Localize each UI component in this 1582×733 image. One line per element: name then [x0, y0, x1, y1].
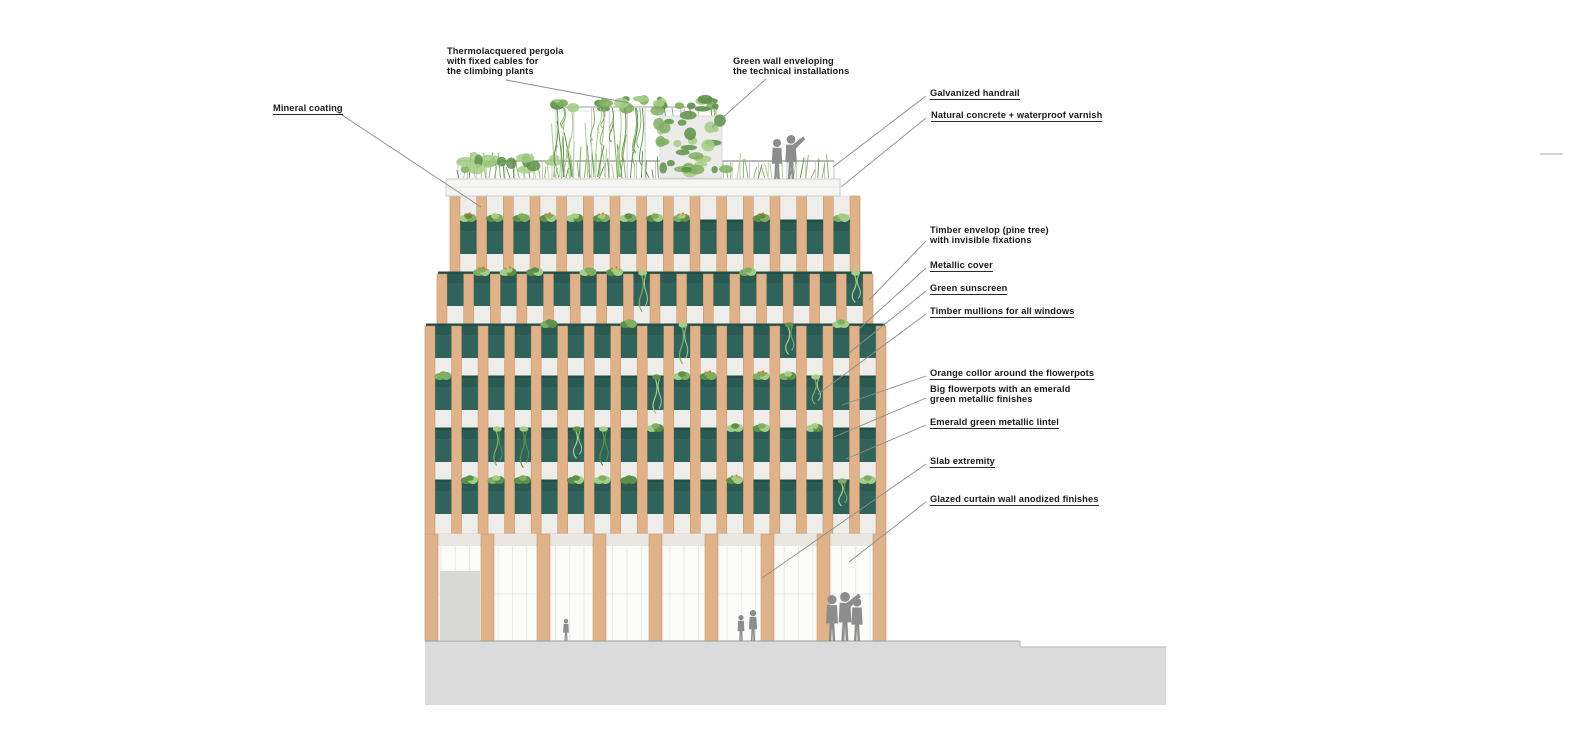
timber-mullion: [756, 273, 767, 327]
timber-mullion: [424, 325, 436, 535]
leader-line-metallic-cover: [858, 267, 927, 330]
timber-mullion: [716, 325, 728, 535]
person-silhouette: [851, 607, 863, 641]
timber-column: [536, 533, 551, 642]
timber-mullion: [636, 195, 647, 275]
timber-mullion: [649, 273, 661, 327]
leader-line-curtain-wall: [848, 501, 927, 563]
timber-column: [480, 533, 495, 642]
leader-line-green-sunscreen: [848, 290, 927, 354]
timber-mullion: [504, 325, 515, 535]
timber-mullion: [623, 273, 634, 327]
timber-mullion: [556, 195, 567, 275]
timber-mullion: [769, 325, 781, 535]
facade-upper-floors: [424, 195, 887, 535]
leader-line-mineral-coating: [335, 110, 482, 208]
timber-column: [760, 533, 775, 642]
leader-line-pergola: [505, 79, 630, 104]
person-silhouette: [737, 620, 745, 641]
timber-mullion: [716, 195, 727, 275]
timber-mullion: [796, 325, 807, 535]
timber-mullion: [477, 325, 489, 535]
timber-mullion: [596, 273, 607, 327]
timber-mullion: [743, 325, 754, 535]
timber-mullion: [676, 273, 687, 327]
timber-mullion: [610, 325, 621, 535]
timber-mullion: [583, 325, 595, 535]
timber-mullion: [729, 273, 741, 327]
timber-mullion: [690, 325, 701, 535]
terrain: [425, 640, 1166, 705]
timber-mullion: [557, 325, 568, 535]
person-silhouette: [826, 605, 838, 641]
timber-column: [704, 533, 719, 642]
timber-mullion: [503, 195, 514, 275]
facade-ground-floor: [424, 533, 887, 642]
timber-mullion: [449, 195, 461, 275]
timber-mullion: [875, 325, 887, 535]
roof-terrace: [445, 94, 841, 197]
emerald-lintel-band: [438, 271, 872, 274]
timber-mullion: [529, 195, 541, 275]
timber-mullion: [782, 273, 794, 327]
timber-mullion: [769, 195, 781, 275]
timber-mullion: [809, 273, 820, 327]
timber-mullion: [436, 273, 448, 327]
timber-mullion: [490, 273, 501, 327]
leader-line-timber-mullions: [817, 313, 927, 395]
timber-mullion: [463, 273, 474, 327]
timber-mullion: [569, 273, 581, 327]
leader-line-slab-extremity: [761, 463, 927, 579]
timber-mullion: [476, 195, 487, 275]
leader-line-green-wall: [711, 78, 767, 128]
sidewalk: [425, 641, 1166, 705]
leader-line-handrail: [832, 95, 927, 168]
timber-mullion: [822, 325, 834, 535]
timber-mullion: [451, 325, 462, 535]
leader-line-big-flowerpots: [833, 397, 927, 438]
person-silhouette: [771, 147, 783, 179]
leader-lines: [335, 78, 1563, 579]
timber-mullion: [743, 195, 754, 275]
emerald-lintel-band: [426, 323, 885, 326]
leader-line-emerald-lintel: [845, 424, 927, 460]
service-panel: [440, 571, 480, 640]
timber-mullion: [849, 195, 861, 275]
person-silhouette: [563, 623, 569, 641]
timber-mullion: [823, 195, 834, 275]
timber-column: [592, 533, 607, 642]
timber-mullion: [796, 195, 807, 275]
timber-column: [872, 533, 887, 642]
timber-column: [816, 533, 831, 642]
leader-line-timber-envelop: [868, 240, 927, 301]
timber-column: [648, 533, 663, 642]
leader-line-orange-collar: [841, 375, 927, 406]
concrete-roof-slab: [445, 178, 841, 197]
leader-line-concrete: [840, 117, 927, 188]
timber-mullion: [636, 325, 648, 535]
timber-mullion: [583, 195, 594, 275]
person-silhouette: [785, 144, 797, 179]
timber-mullion: [836, 273, 847, 327]
person-silhouette: [748, 616, 758, 641]
person-silhouette: [838, 602, 852, 641]
people: [563, 135, 863, 641]
timber-mullion: [703, 273, 714, 327]
timber-mullion: [543, 273, 554, 327]
timber-mullion: [663, 195, 674, 275]
timber-mullion: [516, 273, 528, 327]
timber-column: [424, 533, 439, 642]
timber-mullion: [530, 325, 542, 535]
timber-mullion: [609, 195, 621, 275]
timber-mullion: [689, 195, 701, 275]
emerald-lintel-band: [426, 479, 885, 482]
timber-mullion: [663, 325, 675, 535]
